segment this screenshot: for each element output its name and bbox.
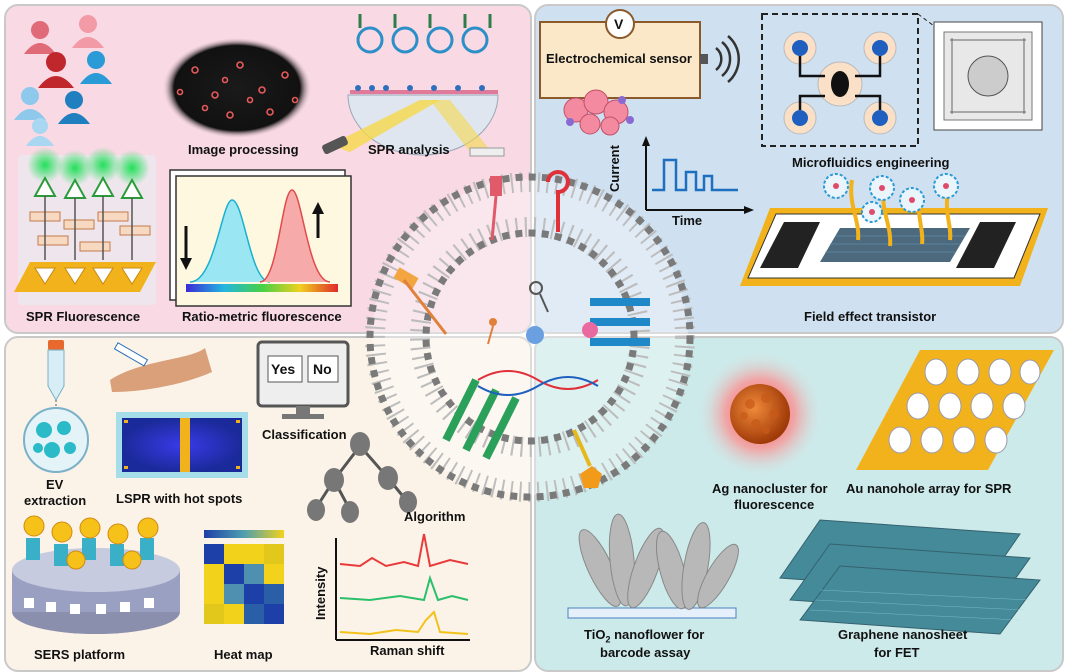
label-intensity-axis: Intensity <box>313 566 328 620</box>
heat-map-visual <box>204 530 284 624</box>
label-ag-nanocluster-1: Ag nanocluster for <box>712 481 828 496</box>
graphene-nanosheet-visual <box>779 519 1041 635</box>
au-nanohole-visual <box>856 350 1054 470</box>
label-barcode-assay: barcode assay <box>600 645 691 660</box>
blood-draw-visual <box>110 342 212 392</box>
label-current-axis: Current <box>607 145 622 192</box>
microfluidics-visual <box>761 13 1043 147</box>
spr-analysis-visual <box>322 14 505 157</box>
label-extraction: extraction <box>24 493 87 508</box>
label-lspr: LSPR with hot spots <box>116 491 243 506</box>
lspr-visual <box>116 412 248 478</box>
tio2-nanoflower-visual <box>567 513 739 619</box>
label-time-axis: Time <box>672 213 703 228</box>
label-algorithm: Algorithm <box>404 509 466 524</box>
ag-nanocluster-visual <box>696 350 824 478</box>
label-graphene-1: Graphene nanosheet <box>838 627 968 642</box>
image-processing-visual <box>163 38 311 138</box>
electrochemical-visual <box>539 9 740 136</box>
label-au-nanohole: Au nanohole array for SPR <box>846 481 1012 496</box>
label-graphene-2: for FET <box>874 645 920 660</box>
label-sers-platform: SERS platform <box>34 647 126 662</box>
label-ev: EV <box>46 477 64 492</box>
label-image-processing: Image processing <box>188 142 299 157</box>
people-icons <box>14 15 112 146</box>
label-microfluidics: Microfluidics engineering <box>792 155 950 170</box>
extracellular-vesicle <box>365 170 695 502</box>
spr-fluorescence-visual <box>14 147 156 305</box>
label-tio2: TiO2 nanoflower for <box>584 627 705 645</box>
label-ratiometric-fluorescence: Ratio-metric fluorescence <box>182 309 342 324</box>
label-classification: Classification <box>262 427 347 442</box>
ev-extraction-visual <box>23 340 89 473</box>
label-ag-nanocluster-2: fluorescence <box>734 497 815 512</box>
label-raman-shift: Raman shift <box>370 643 445 658</box>
label-spr-fluorescence: SPR Fluorescence <box>26 309 141 324</box>
label-spr-analysis: SPR analysis <box>368 142 450 157</box>
label-electrochemical-sensor: Electrochemical sensor <box>546 51 692 66</box>
fet-visual <box>740 173 1048 286</box>
computer-classification-visual <box>256 340 350 419</box>
label-yes: Yes <box>271 361 296 377</box>
raman-spectra-visual <box>335 533 470 641</box>
ratiometric-visual <box>169 169 352 307</box>
sers-platform-visual <box>12 515 180 634</box>
label-heat-map: Heat map <box>214 647 273 662</box>
current-time-plot <box>642 136 754 214</box>
label-fet: Field effect transistor <box>804 309 937 324</box>
label-no: No <box>313 361 332 377</box>
algorithm-tree-visual <box>307 432 417 523</box>
label-voltmeter: V <box>614 16 624 32</box>
